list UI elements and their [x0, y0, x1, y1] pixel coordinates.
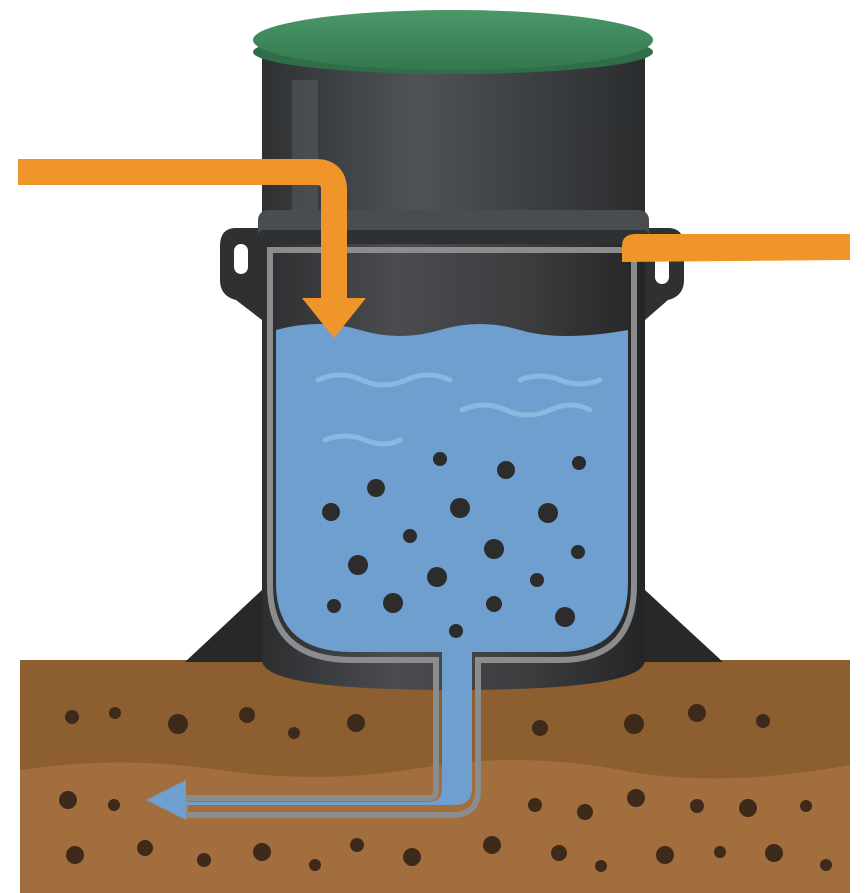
- stone: [739, 799, 757, 817]
- stone: [756, 714, 770, 728]
- ripple: [459, 402, 593, 418]
- stone: [656, 846, 674, 864]
- stone: [288, 727, 300, 739]
- tank-riser: [262, 48, 645, 215]
- stone: [714, 846, 726, 858]
- particle: [571, 545, 585, 559]
- particle: [486, 596, 502, 612]
- stone: [403, 848, 421, 866]
- particle: [327, 599, 341, 613]
- stone: [690, 799, 704, 813]
- soil-stones: [59, 704, 832, 872]
- drain-arrow-head: [146, 780, 186, 820]
- stone: [197, 853, 211, 867]
- tank-riser-highlight: [292, 80, 318, 215]
- stone: [108, 799, 120, 811]
- stone: [168, 714, 188, 734]
- outlet-pipe: [622, 234, 850, 262]
- particle: [555, 607, 575, 627]
- particle: [383, 593, 403, 613]
- stone: [688, 704, 706, 722]
- particles-icon: [322, 452, 586, 638]
- stone: [137, 840, 153, 856]
- stone: [551, 845, 567, 861]
- tank-collar-shadow: [258, 230, 649, 244]
- stone: [309, 859, 321, 871]
- particle: [427, 567, 447, 587]
- stone: [350, 838, 364, 852]
- particle: [538, 503, 558, 523]
- particle: [484, 539, 504, 559]
- tank-lid-icon: [253, 10, 653, 74]
- ripple: [517, 373, 603, 387]
- stone: [347, 714, 365, 732]
- stone: [66, 846, 84, 864]
- water-body: [185, 324, 628, 806]
- stone: [595, 860, 607, 872]
- particle: [530, 573, 544, 587]
- ripple: [322, 433, 403, 447]
- stone: [109, 707, 121, 719]
- particle: [497, 461, 515, 479]
- inlet-pipe: [18, 159, 347, 305]
- stone: [239, 707, 255, 723]
- lid-top: [253, 10, 653, 70]
- particle: [450, 498, 470, 518]
- particle: [348, 555, 368, 575]
- outlet-pipe-icon: [622, 234, 850, 262]
- particle: [322, 503, 340, 521]
- stone: [65, 710, 79, 724]
- particle: [433, 452, 447, 466]
- stone: [577, 804, 593, 820]
- ripple: [315, 372, 453, 388]
- particle: [572, 456, 586, 470]
- inlet-pipe-icon: [18, 159, 366, 338]
- drain-pipe-icon: [146, 780, 186, 820]
- particle: [449, 624, 463, 638]
- water-ripples: [315, 372, 603, 447]
- stone: [59, 791, 77, 809]
- particle: [403, 529, 417, 543]
- stone: [820, 859, 832, 871]
- particle: [367, 479, 385, 497]
- stone: [528, 798, 542, 812]
- stone: [800, 800, 812, 812]
- tank-lug-left-hole: [234, 244, 248, 274]
- stone: [765, 844, 783, 862]
- stone: [253, 843, 271, 861]
- stone: [483, 836, 501, 854]
- stone: [532, 720, 548, 736]
- stone: [624, 714, 644, 734]
- stone: [627, 789, 645, 807]
- inlet-arrow-head: [302, 298, 366, 338]
